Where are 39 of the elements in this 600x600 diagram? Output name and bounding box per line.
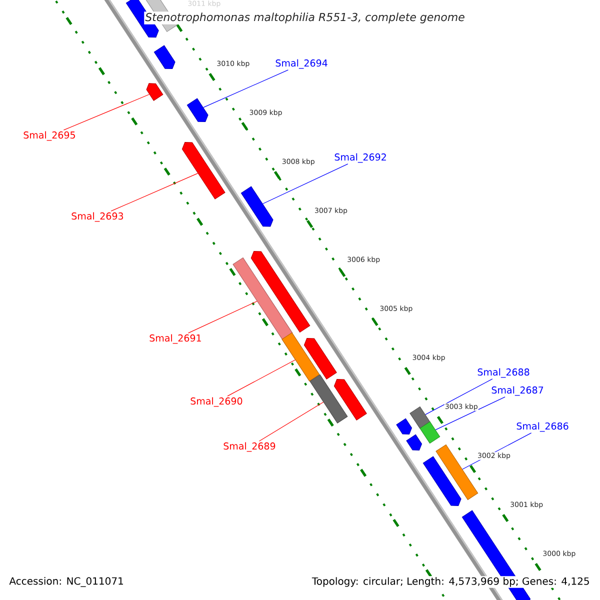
gene-feature bbox=[282, 332, 320, 382]
leader-line bbox=[262, 164, 348, 204]
gene-feature bbox=[154, 45, 176, 70]
leader-line bbox=[435, 396, 506, 430]
gene-label: Smal_2689 bbox=[224, 442, 276, 452]
gene-feature bbox=[334, 379, 367, 420]
gene-feature bbox=[396, 418, 412, 434]
leader-line bbox=[63, 94, 150, 130]
gene-label: Smal_2687 bbox=[492, 386, 544, 396]
gene-feature bbox=[182, 142, 226, 200]
gene-feature bbox=[146, 83, 164, 101]
leader-line bbox=[203, 70, 288, 108]
gene-label: Smal_2692 bbox=[334, 153, 386, 163]
gene-label: Smal_2688 bbox=[478, 368, 530, 378]
gene-feature bbox=[250, 251, 310, 333]
gene-label: Smal_2686 bbox=[516, 422, 568, 432]
leader-line bbox=[425, 378, 493, 415]
leader-line bbox=[258, 402, 324, 442]
gene-feature bbox=[304, 338, 337, 380]
leader-line bbox=[188, 300, 258, 334]
gene-feature bbox=[310, 374, 348, 424]
gene-feature bbox=[420, 421, 440, 444]
gene-feature bbox=[232, 257, 293, 340]
gene-feature bbox=[422, 456, 462, 506]
genome-info-text: Topology: circular; Length: 4,573,969 bp; Genes: 4,125 bbox=[310, 576, 591, 588]
accession-text: Accession: NC_011071 bbox=[9, 577, 123, 587]
gene-feature bbox=[240, 186, 274, 227]
gene-feature bbox=[410, 406, 430, 429]
gene-feature bbox=[186, 98, 208, 122]
leader-line bbox=[110, 173, 198, 212]
gene-label: Smal_2693 bbox=[72, 212, 124, 222]
leader-line bbox=[227, 360, 296, 396]
gene-feature bbox=[436, 444, 478, 500]
gene-label: Smal_2690 bbox=[190, 397, 242, 407]
gene-label: Smal_2695 bbox=[24, 131, 75, 141]
title: Stenotrophomonas maltophilia R551-3, complete genome bbox=[144, 12, 466, 24]
gene-label: Smal_2691 bbox=[150, 334, 201, 344]
gene-feature bbox=[406, 434, 422, 450]
gene-label: Smal_2694 bbox=[276, 59, 328, 69]
